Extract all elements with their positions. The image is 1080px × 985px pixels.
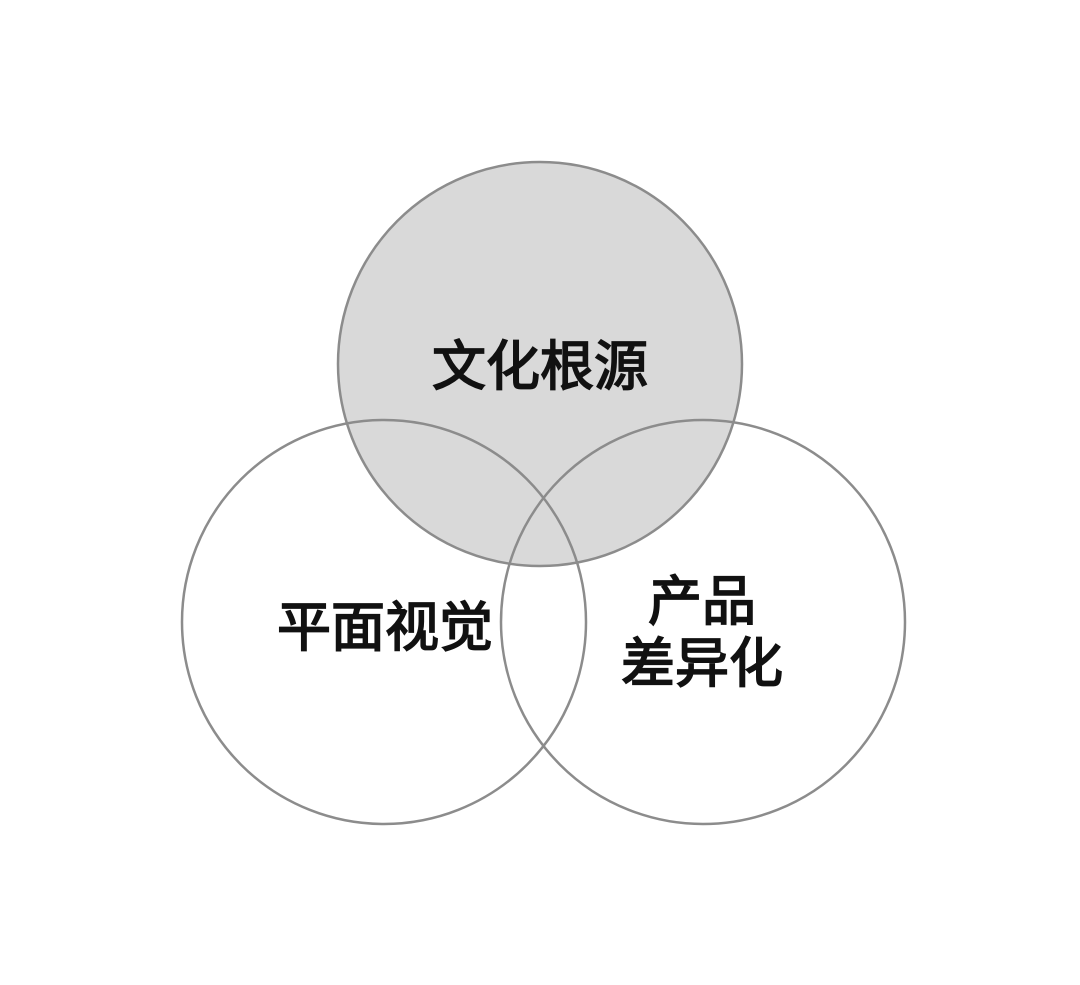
circle-top: [336, 160, 744, 568]
circle-right: [499, 418, 907, 826]
label-right-line2: 差异化: [621, 632, 783, 695]
label-left: 平面视觉: [277, 596, 493, 659]
label-top: 文化根源: [432, 335, 648, 398]
circle-left: [180, 418, 588, 826]
label-right-line1: 产品: [648, 570, 756, 633]
